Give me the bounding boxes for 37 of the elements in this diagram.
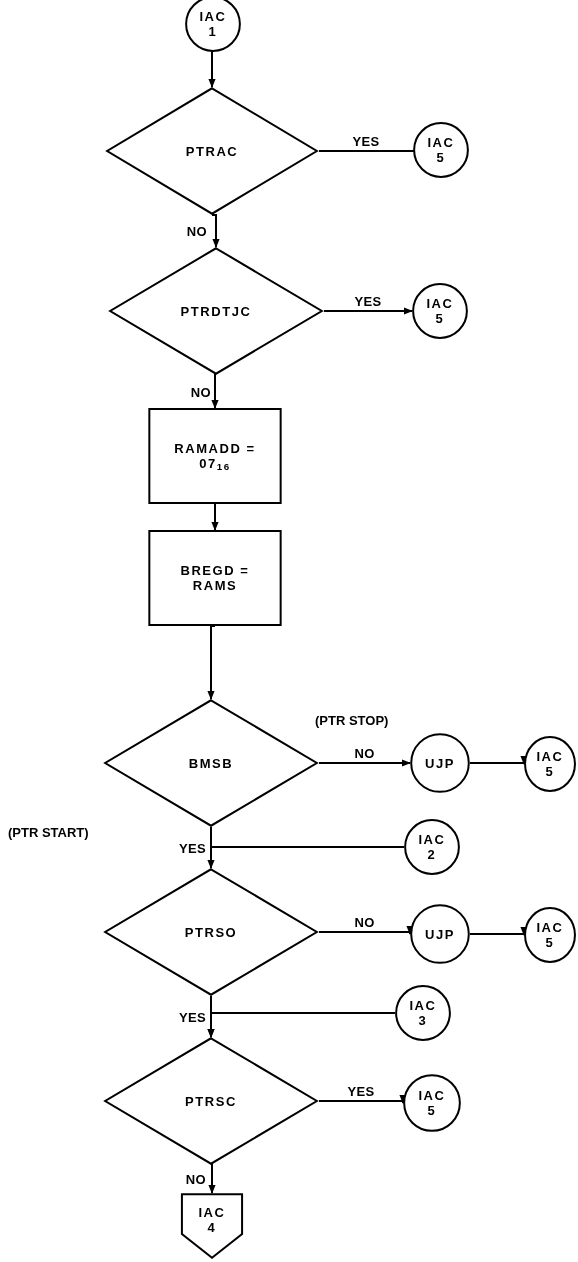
connector-circle: IAC 5 xyxy=(412,283,468,339)
arrow xyxy=(207,1012,396,1038)
connector-circle: IAC 5 xyxy=(403,1074,461,1132)
off-page-connector: IAC 4 xyxy=(180,1193,244,1259)
edge-label: YES xyxy=(177,1010,208,1023)
edge-label: YES xyxy=(352,295,384,308)
decision-diamond: PTRSO xyxy=(103,868,319,996)
arrow xyxy=(318,759,411,767)
arrow xyxy=(323,307,413,315)
decision-diamond: PTRDTJC xyxy=(108,247,324,375)
decision-diamond: PTRSC xyxy=(103,1037,319,1165)
arrow xyxy=(211,374,219,409)
arrow xyxy=(207,625,216,700)
edge-label: YES xyxy=(177,841,208,854)
arrow xyxy=(211,503,219,531)
annotation-text: (PTR START) xyxy=(8,826,89,839)
process-box: RAMADD = 07$_{16}$ xyxy=(148,408,282,504)
connector-circle: IAC 5 xyxy=(524,907,576,963)
connector-circle: IAC 3 xyxy=(395,985,451,1041)
process-box: BREGD = RAMS xyxy=(148,530,282,626)
connector-circle: IAC 5 xyxy=(413,122,469,178)
connector-circle: UJP xyxy=(410,733,470,793)
edge-label: NO xyxy=(352,747,377,760)
arrow xyxy=(211,214,220,248)
edge-label: NO xyxy=(188,385,213,398)
connector-circle: IAC 2 xyxy=(404,819,460,875)
decision-diamond: PTRAC xyxy=(105,87,319,215)
edge-label: YES xyxy=(350,135,382,148)
connector-circle: UJP xyxy=(410,904,470,964)
edge-label: NO xyxy=(184,224,209,238)
edge-label: YES xyxy=(345,1085,377,1098)
edge-label: NO xyxy=(183,1172,208,1186)
arrow xyxy=(208,51,216,88)
edge-label: NO xyxy=(352,916,377,929)
connector-circle: IAC 5 xyxy=(524,736,576,792)
arrow xyxy=(207,846,405,869)
arrow xyxy=(208,1164,216,1194)
